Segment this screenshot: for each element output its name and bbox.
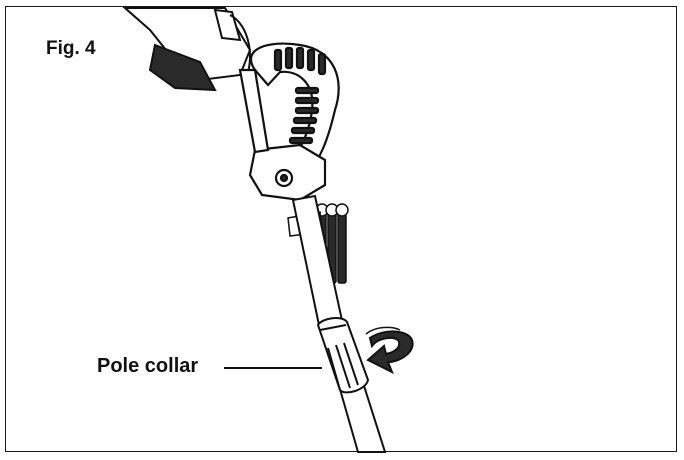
auxiliary-handle [238,42,340,202]
pole-collar [316,317,370,394]
rotation-arrow-icon [365,326,414,375]
upper-housing [122,7,252,92]
pole-collar-callout: Pole collar [97,355,199,377]
figure-label: Fig. 4 [46,38,96,59]
